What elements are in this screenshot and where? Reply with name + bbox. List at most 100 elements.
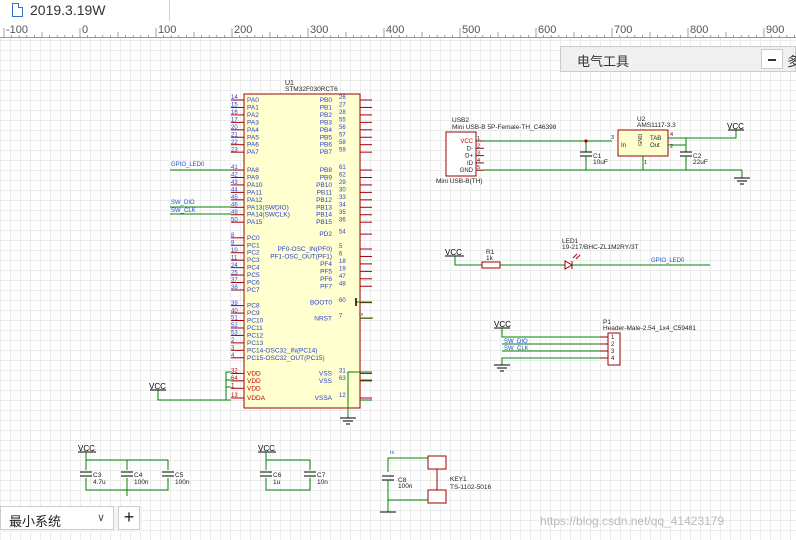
u1-pin-label[interactable]: PA5: [247, 134, 259, 141]
add-sheet-button[interactable]: +: [118, 506, 140, 530]
u1-pin-label[interactable]: PA7: [247, 149, 259, 156]
u1-pin-label[interactable]: PA15: [247, 219, 263, 226]
u1-pin-label[interactable]: PC6: [247, 280, 260, 287]
u1-pin-label[interactable]: PC8: [247, 303, 260, 310]
u1-pin-label[interactable]: PB1: [320, 104, 333, 111]
u1-pin-label[interactable]: PB10: [316, 182, 332, 189]
u1-pin-label[interactable]: PA11: [247, 189, 262, 196]
netlabel-swclk-p1[interactable]: SW_CLK: [504, 346, 529, 352]
wire-caps-b-bot[interactable]: [265, 478, 311, 491]
wire-p1-gnd[interactable]: [501, 357, 600, 365]
wire-vcc-r1[interactable]: [454, 256, 482, 266]
u1-pin-label[interactable]: PB0: [320, 97, 333, 104]
u1-pin-label[interactable]: PF1-OSC_OUT(PF1): [270, 253, 332, 260]
minimize-icon[interactable]: [761, 49, 783, 69]
led1-body[interactable]: [564, 260, 574, 270]
u1-pin-label[interactable]: PB2: [320, 112, 333, 119]
netlabel-swdio-p1[interactable]: SW_DIO: [504, 339, 528, 345]
u1-pin-label[interactable]: PA0: [247, 97, 259, 104]
u1-pin-label[interactable]: VDDA: [247, 395, 266, 402]
key1-top-body[interactable]: [427, 455, 447, 470]
u1-pin-label[interactable]: VSS: [319, 370, 333, 377]
wire-vcc-u1[interactable]: [157, 390, 226, 401]
u1-pin-label[interactable]: PC9: [247, 310, 260, 317]
u1-pin-label[interactable]: PA14(SWCLK): [247, 212, 290, 219]
u1-pin-label[interactable]: PB4: [320, 127, 333, 134]
usb-pin-label[interactable]: VCC: [460, 139, 473, 145]
netlabel-swdio[interactable]: SW_DIO: [171, 200, 195, 206]
u1-pin-label[interactable]: PC13: [247, 340, 264, 347]
u1-pin-label[interactable]: PF6: [320, 276, 332, 283]
usb-pin-label[interactable]: GND: [460, 168, 474, 174]
u1-pin-label[interactable]: PB7: [320, 149, 333, 156]
u2-body[interactable]: [617, 129, 669, 157]
key1-bot-body[interactable]: [427, 489, 447, 504]
u1-pin-label[interactable]: PF7: [320, 283, 332, 290]
wire-caps-b-top[interactable]: [265, 452, 311, 470]
netlabel-rx-u1[interactable]: rx: [359, 312, 364, 318]
u1-pin-label[interactable]: PC0: [247, 235, 260, 242]
u1-pin-label[interactable]: PA1: [247, 104, 259, 111]
u1-pin-label[interactable]: PC3: [247, 257, 260, 264]
u1-pin-label[interactable]: PB8: [320, 167, 333, 174]
u1-pin-label[interactable]: BOOT0: [310, 300, 332, 307]
u1-pin-label[interactable]: PC12: [247, 332, 264, 339]
u1-pin-label[interactable]: PF4: [320, 261, 332, 268]
u1-pin-label[interactable]: VDD: [247, 370, 261, 377]
u1-pin-label[interactable]: PA2: [247, 112, 259, 119]
wire-vss[interactable]: [347, 371, 372, 418]
u1-pin-label[interactable]: PC4: [247, 265, 260, 272]
u1-pin-label[interactable]: PA10: [247, 182, 263, 189]
u1-pin-label[interactable]: PB9: [320, 174, 333, 181]
u1-pin-label[interactable]: PB12: [316, 197, 332, 204]
u1-pin-label[interactable]: PA13(SWDIO): [247, 204, 289, 211]
u1-pin-label[interactable]: PB15: [316, 219, 332, 226]
u1-pin-label[interactable]: PB3: [320, 119, 333, 126]
wire-p1-vcc[interactable]: [501, 328, 600, 338]
u1-pin-label[interactable]: PA3: [247, 119, 259, 126]
sheet-select[interactable]: 最小系统 ∨: [0, 506, 114, 530]
r1-body[interactable]: [481, 261, 501, 269]
u1-pin-label[interactable]: PC1: [247, 242, 260, 249]
u1-pin-label[interactable]: PB13: [316, 204, 332, 211]
u1-pin-label[interactable]: PC14-OSC32_IN(PC14): [247, 347, 317, 354]
u1-pin-label[interactable]: PA9: [247, 174, 259, 181]
netlabel-rx-key[interactable]: rx: [390, 450, 395, 456]
u1-pin-label[interactable]: PA4: [247, 127, 259, 134]
electrical-tools-panel[interactable]: 电气工具 多: [560, 46, 796, 72]
u1-pin-label[interactable]: PA12: [247, 197, 263, 204]
u1-pin-label[interactable]: NRST: [314, 315, 332, 322]
u1-pin-label[interactable]: VDD: [247, 378, 261, 385]
netlabel-gpio-led0-led[interactable]: GPIO_LED0: [651, 258, 685, 264]
u1-pin-label[interactable]: PC2: [247, 250, 260, 257]
u1-body[interactable]: [243, 93, 361, 409]
usb-body[interactable]: [445, 131, 477, 177]
u1-pin-label[interactable]: PC7: [247, 287, 260, 294]
u1-pin-label[interactable]: VDD: [247, 385, 261, 392]
u1-pin-label[interactable]: PC15-OSC32_OUT(PC15): [247, 355, 325, 362]
p1-body[interactable]: [607, 332, 621, 366]
usb-pin-label[interactable]: ID: [467, 161, 474, 167]
u1-pin-label[interactable]: PB6: [320, 142, 333, 149]
u1-pin-label[interactable]: PB14: [316, 212, 332, 219]
u1-pin-label[interactable]: PB5: [320, 134, 333, 141]
u1-pin-label[interactable]: PC11: [247, 325, 263, 332]
u1-pin-label[interactable]: PD2: [319, 231, 332, 238]
wire-c8-top[interactable]: [387, 457, 428, 472]
usb-pin-label[interactable]: D+: [465, 154, 473, 160]
wire-vdd-rail[interactable]: [225, 371, 231, 401]
u1-pin-label[interactable]: PA8: [247, 167, 259, 174]
usb-pin-label[interactable]: D-: [467, 146, 473, 152]
document-tab[interactable]: 2019.3.19W: [0, 0, 170, 21]
wire-u2-tab[interactable]: [668, 130, 737, 139]
u1-pin-label[interactable]: PF0-OSC_IN(PF0): [277, 246, 332, 253]
netlabel-swclk[interactable]: SW_CLK: [171, 208, 196, 214]
u1-pin-label[interactable]: PF5: [320, 268, 332, 275]
u1-pin-label[interactable]: PA6: [247, 142, 259, 149]
u1-pin-label[interactable]: PC5: [247, 272, 260, 279]
netlabel-gpio-led0[interactable]: GPIO_LED0: [171, 162, 205, 168]
u1-pin-label[interactable]: VSSA: [315, 395, 333, 402]
u1-pin-label[interactable]: PB11: [317, 189, 333, 196]
